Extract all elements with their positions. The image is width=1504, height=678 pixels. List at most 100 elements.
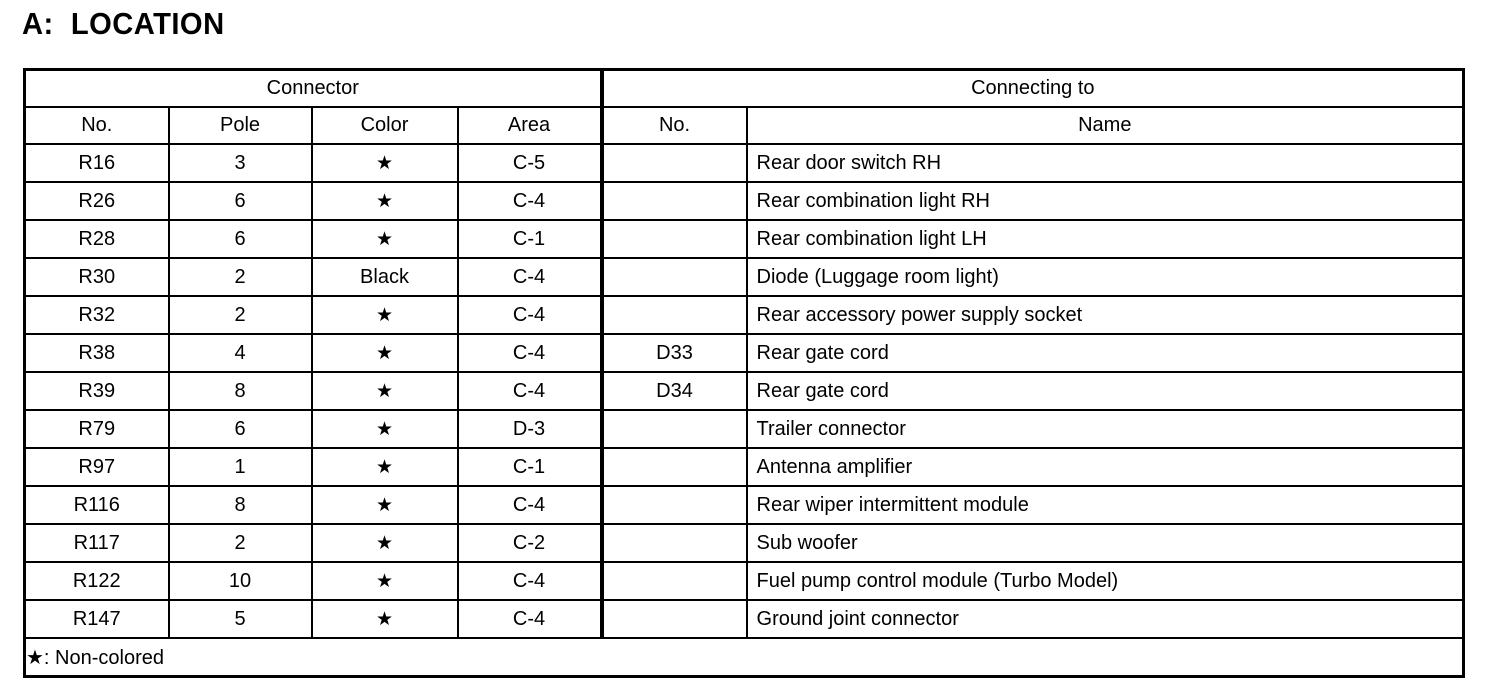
cell-name: Fuel pump control module (Turbo Model) bbox=[745, 561, 1466, 601]
cell-connector-no: R30 bbox=[23, 257, 170, 297]
cell-connecting-no: D33 bbox=[599, 333, 748, 373]
table-row: R97 1 ★ C-1 Antenna amplifier bbox=[23, 447, 1466, 487]
legend-non-colored: ★: Non-colored bbox=[22, 637, 1466, 678]
cell-pole: 6 bbox=[167, 409, 313, 449]
cell-connecting-no bbox=[599, 295, 748, 335]
table-row: R147 5 ★ C-4 Ground joint connector bbox=[23, 599, 1466, 639]
cell-connecting-no bbox=[599, 523, 748, 563]
cell-pole: 6 bbox=[167, 219, 313, 259]
cell-name: Rear combination light LH bbox=[745, 219, 1466, 259]
cell-connector-no: R28 bbox=[23, 219, 170, 259]
page-title: A: LOCATION bbox=[22, 6, 225, 41]
table-row: R117 2 ★ C-2 Sub woofer bbox=[23, 523, 1466, 563]
cell-color: ★ bbox=[310, 333, 459, 373]
cell-pole: 3 bbox=[167, 143, 313, 183]
cell-area: C-1 bbox=[456, 447, 604, 487]
cell-area: C-4 bbox=[456, 371, 604, 411]
table-row: R39 8 ★ C-4 D34 Rear gate cord bbox=[23, 371, 1466, 411]
cell-color: ★ bbox=[310, 485, 459, 525]
cell-connecting-no bbox=[599, 485, 748, 525]
cell-connecting-no bbox=[599, 219, 748, 259]
cell-pole: 4 bbox=[167, 333, 313, 373]
cell-name: Ground joint connector bbox=[745, 599, 1466, 639]
cell-color: ★ bbox=[310, 219, 459, 259]
cell-name: Sub woofer bbox=[745, 523, 1466, 563]
cell-name: Rear door switch RH bbox=[745, 143, 1466, 183]
cell-connector-no: R26 bbox=[23, 181, 170, 221]
cell-area: C-4 bbox=[456, 181, 604, 221]
table-body: Connector Connecting to No. Pole Color A… bbox=[22, 68, 1466, 678]
cell-connecting-no bbox=[599, 257, 748, 297]
cell-pole: 1 bbox=[167, 447, 313, 487]
column-header-connecting-no: No. bbox=[599, 106, 748, 145]
table-row: R79 6 ★ D-3 Trailer connector bbox=[23, 409, 1466, 449]
cell-connecting-no: D34 bbox=[599, 371, 748, 411]
cell-area: C-4 bbox=[456, 333, 604, 373]
cell-area: C-4 bbox=[456, 295, 604, 335]
cell-color: Black bbox=[310, 257, 459, 297]
cell-pole: 10 bbox=[167, 561, 313, 601]
cell-connecting-no bbox=[599, 561, 748, 601]
connector-location-table: Connector Connecting to No. Pole Color A… bbox=[22, 68, 1466, 678]
table-row: R28 6 ★ C-1 Rear combination light LH bbox=[23, 219, 1466, 259]
table-row: R30 2 Black C-4 Diode (Luggage room ligh… bbox=[23, 257, 1466, 297]
group-header-row: Connector Connecting to bbox=[22, 68, 1466, 108]
legend-row: ★: Non-colored bbox=[22, 637, 1466, 678]
cell-color: ★ bbox=[310, 561, 459, 601]
cell-connector-no: R116 bbox=[23, 485, 170, 525]
cell-color: ★ bbox=[310, 143, 459, 183]
cell-area: C-5 bbox=[456, 143, 604, 183]
column-header-connector-no: No. bbox=[23, 106, 170, 145]
cell-name: Trailer connector bbox=[745, 409, 1466, 449]
cell-area: C-4 bbox=[456, 485, 604, 525]
cell-connector-no: R147 bbox=[23, 599, 170, 639]
cell-name: Antenna amplifier bbox=[745, 447, 1466, 487]
cell-connecting-no bbox=[599, 447, 748, 487]
cell-connecting-no bbox=[599, 599, 748, 639]
cell-area: C-2 bbox=[456, 523, 604, 563]
cell-pole: 2 bbox=[167, 523, 313, 563]
cell-color: ★ bbox=[310, 523, 459, 563]
cell-pole: 5 bbox=[167, 599, 313, 639]
cell-connector-no: R117 bbox=[23, 523, 170, 563]
table-row: R116 8 ★ C-4 Rear wiper intermittent mod… bbox=[23, 485, 1466, 525]
cell-name: Rear wiper intermittent module bbox=[745, 485, 1466, 525]
table-row: R38 4 ★ C-4 D33 Rear gate cord bbox=[23, 333, 1466, 373]
cell-color: ★ bbox=[310, 371, 459, 411]
column-header-color: Color bbox=[310, 106, 459, 145]
cell-pole: 8 bbox=[167, 485, 313, 525]
cell-connector-no: R79 bbox=[23, 409, 170, 449]
cell-pole: 2 bbox=[167, 257, 313, 297]
column-header-area: Area bbox=[456, 106, 604, 145]
cell-area: C-4 bbox=[456, 599, 604, 639]
cell-area: D-3 bbox=[456, 409, 604, 449]
cell-connector-no: R16 bbox=[23, 143, 170, 183]
cell-name: Rear accessory power supply socket bbox=[745, 295, 1466, 335]
cell-connector-no: R97 bbox=[23, 447, 170, 487]
group-header-connecting-to: Connecting to bbox=[599, 68, 1466, 108]
cell-connector-no: R32 bbox=[23, 295, 170, 335]
cell-area: C-1 bbox=[456, 219, 604, 259]
cell-name: Rear combination light RH bbox=[745, 181, 1466, 221]
cell-color: ★ bbox=[310, 181, 459, 221]
cell-pole: 6 bbox=[167, 181, 313, 221]
cell-connector-no: R38 bbox=[23, 333, 170, 373]
column-header-name: Name bbox=[745, 106, 1466, 145]
cell-connecting-no bbox=[599, 143, 748, 183]
cell-name: Rear gate cord bbox=[745, 333, 1466, 373]
table-row: R16 3 ★ C-5 Rear door switch RH bbox=[23, 143, 1466, 183]
cell-pole: 8 bbox=[167, 371, 313, 411]
cell-pole: 2 bbox=[167, 295, 313, 335]
column-header-pole: Pole bbox=[167, 106, 313, 145]
cell-name: Diode (Luggage room light) bbox=[745, 257, 1466, 297]
cell-area: C-4 bbox=[456, 257, 604, 297]
cell-color: ★ bbox=[310, 599, 459, 639]
column-header-row: No. Pole Color Area No. Name bbox=[23, 106, 1466, 145]
cell-color: ★ bbox=[310, 447, 459, 487]
group-header-connector: Connector bbox=[22, 68, 604, 108]
table-row: R32 2 ★ C-4 Rear accessory power supply … bbox=[23, 295, 1466, 335]
cell-name: Rear gate cord bbox=[745, 371, 1466, 411]
cell-connector-no: R39 bbox=[23, 371, 170, 411]
cell-connecting-no bbox=[599, 409, 748, 449]
